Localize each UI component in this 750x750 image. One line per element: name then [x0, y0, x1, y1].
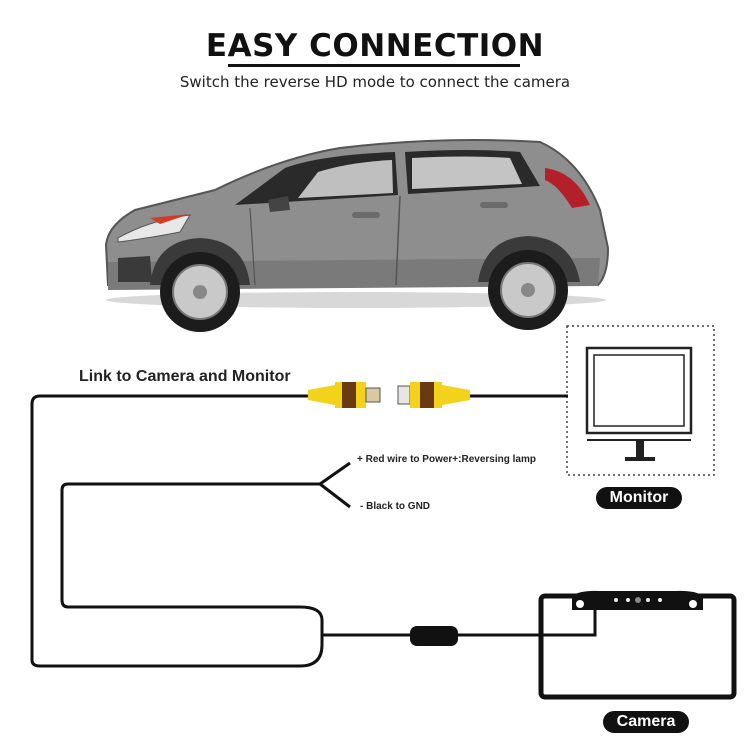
camera-illustration	[538, 590, 737, 700]
page-subtitle: Switch the reverse HD mode to connect th…	[179, 73, 571, 91]
page-title: EASY CONNECTION	[205, 28, 545, 64]
black-wire-label: - Black to GND	[360, 501, 431, 512]
monitor-badge: Monitor	[596, 487, 682, 509]
monitor-illustration	[566, 325, 715, 476]
title-underline	[228, 64, 520, 67]
link-label: Link to Camera and Monitor	[79, 368, 291, 385]
rca-connectors	[308, 382, 470, 408]
wiring	[30, 394, 597, 668]
red-wire-label: + Red wire to Power+:Reversing lamp	[357, 454, 536, 465]
camera-badge: Camera	[603, 711, 689, 733]
inline-connector	[410, 626, 458, 646]
car-illustration	[104, 139, 610, 332]
